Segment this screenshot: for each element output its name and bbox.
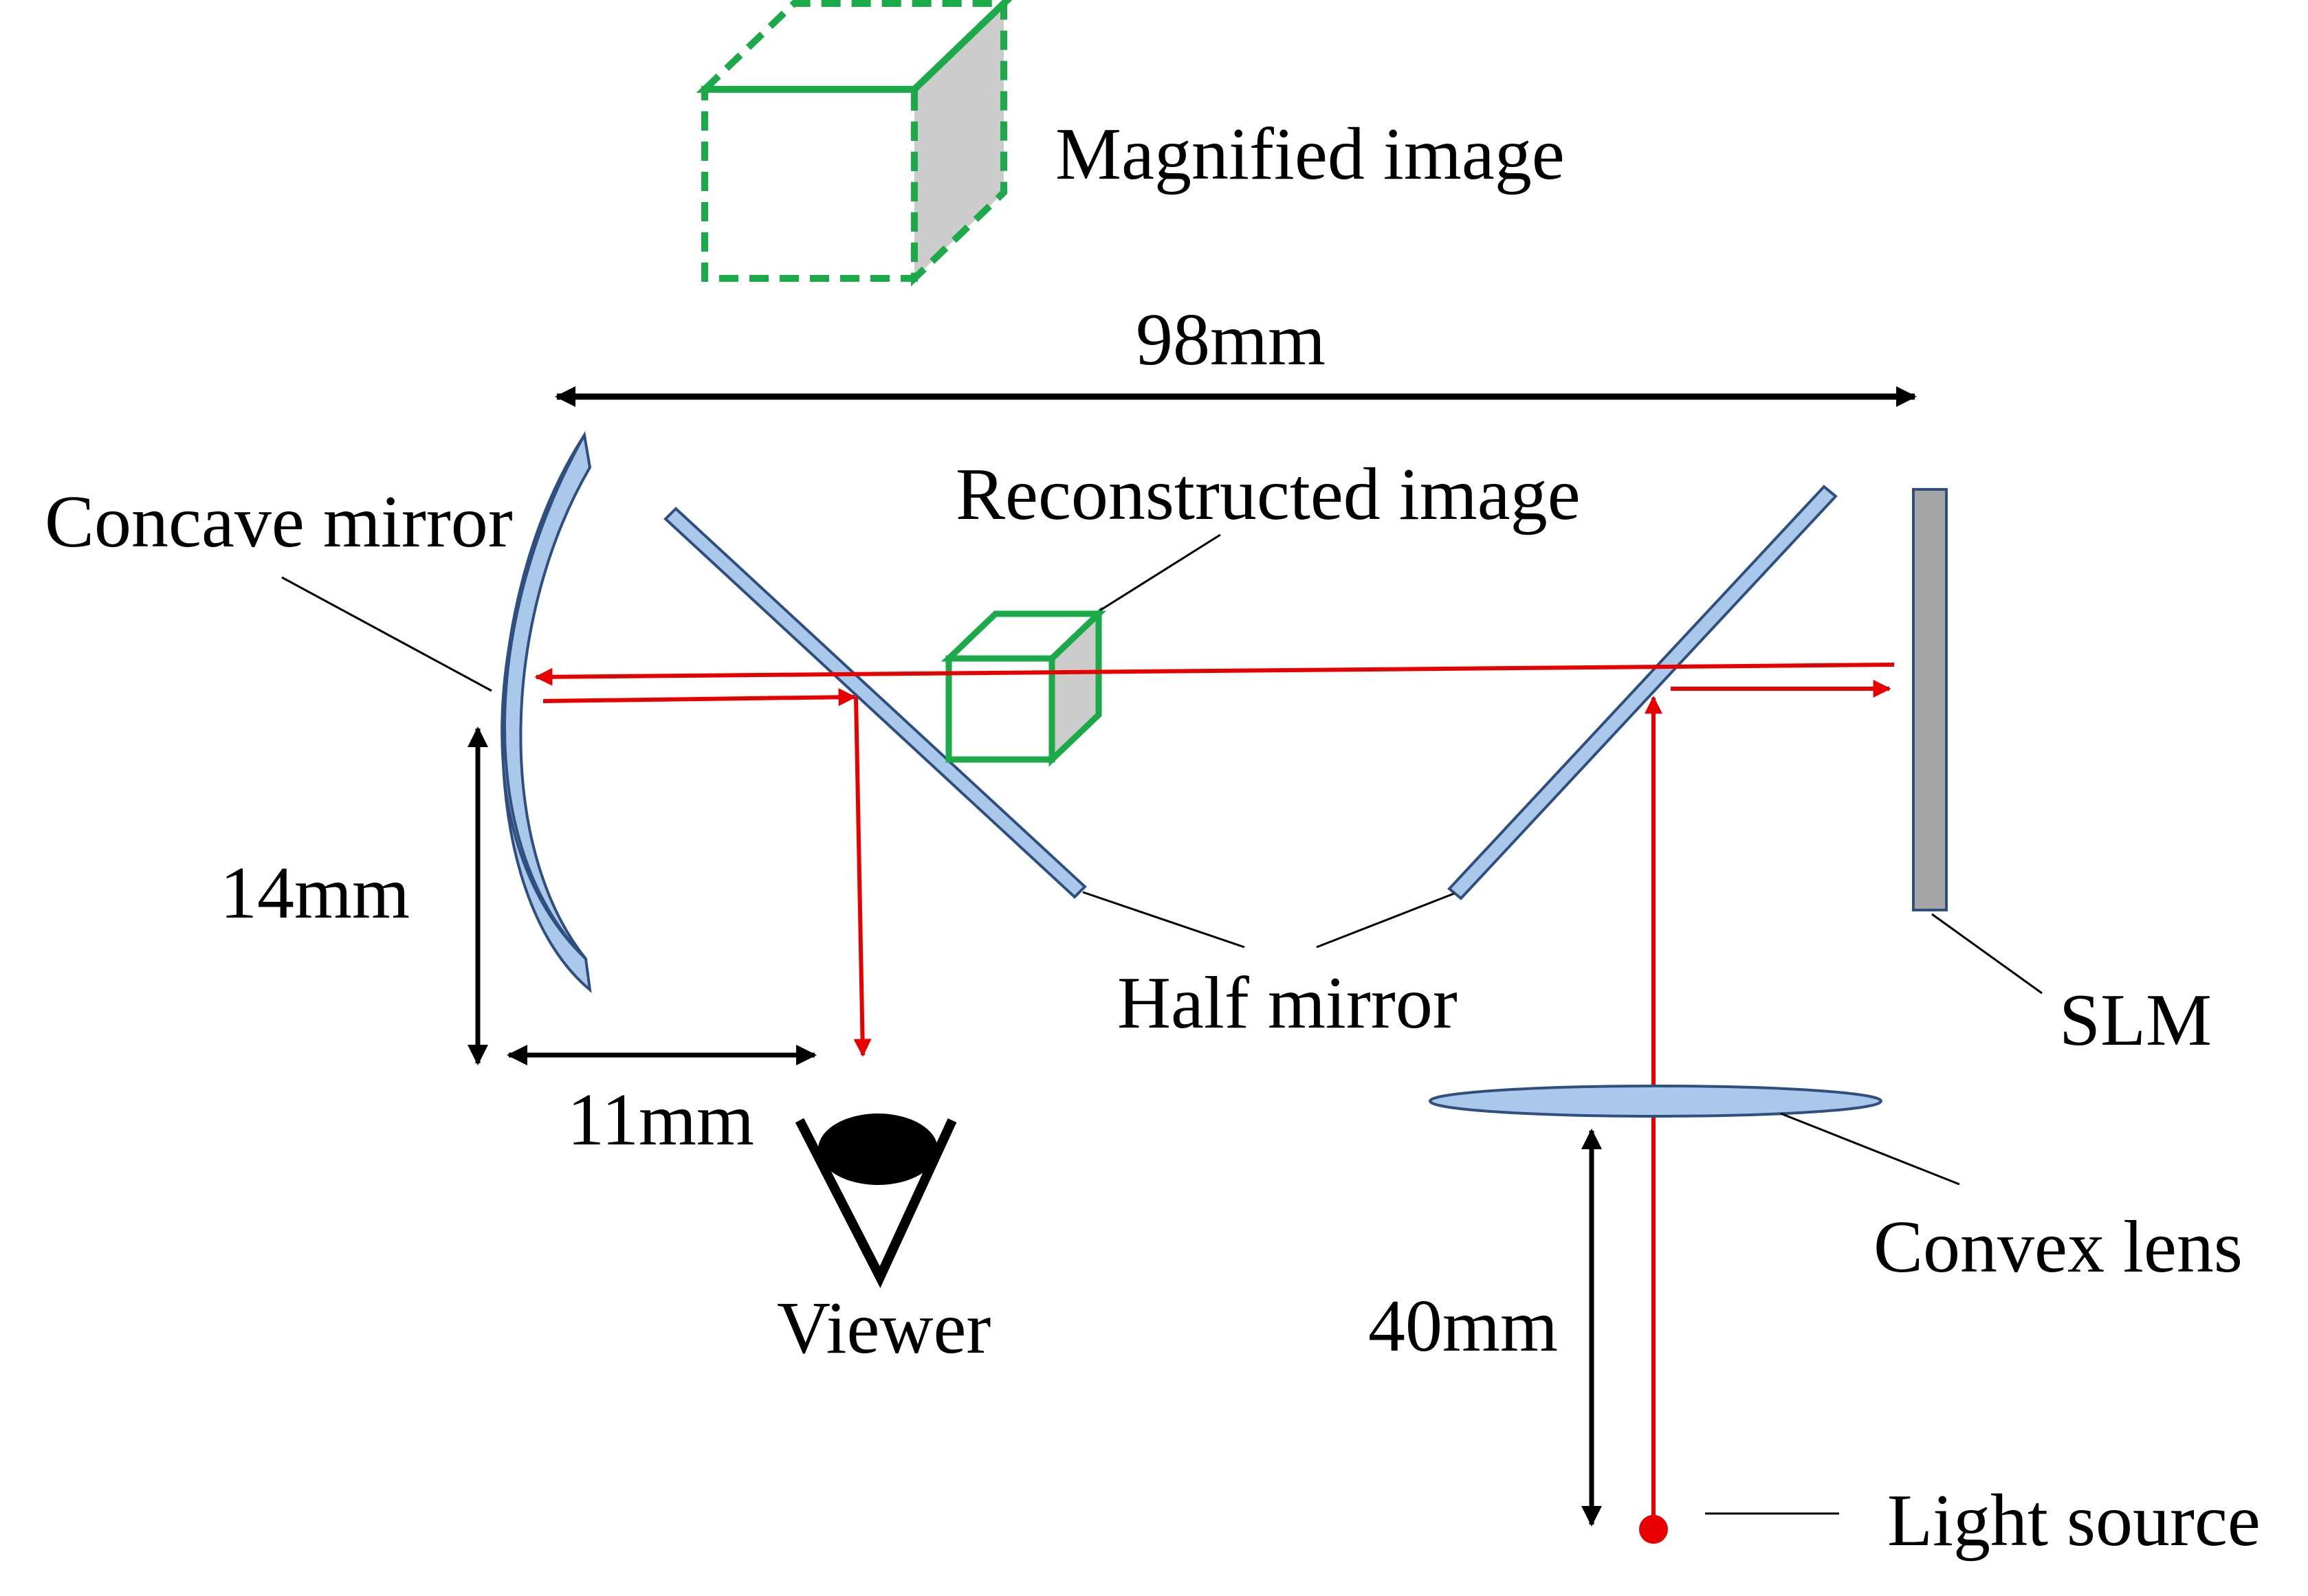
viewer-label: Viewer [777,1287,991,1369]
convex-lens [1429,1085,1882,1118]
half-mirror-right [1447,485,1838,900]
light-beams [534,663,1895,1529]
half-mirror-leader-left [1082,891,1245,949]
dimension-11mm-label: 11mm [567,1079,754,1161]
half-mirror-leader-right [1316,892,1455,949]
concave-mirror-label: Concave mirror [45,481,513,563]
slm-label: SLM [2059,979,2212,1061]
reconstructed-image-leader [1099,533,1221,612]
magnified-image-cube [696,0,1013,287]
slm-panel [1912,488,1948,911]
dimension-14mm-label: 14mm [220,852,410,934]
convex-lens-label: Convex lens [1873,1206,2243,1288]
reconstructed-image-cube [941,606,1107,767]
half-mirror-label: Half mirror [1117,962,1458,1044]
concave-mirror-leader [281,576,492,692]
beam-to-viewer [853,696,872,1057]
concave-mirror [501,434,592,993]
beam-concave-to-half-mirror [542,688,857,707]
light-source-label: Light source [1887,1480,2261,1562]
reconstructed-image-label: Reconstructed image [956,454,1581,535]
slm-leader [1931,913,2043,995]
magnified-image-label: Magnified image [1055,113,1565,195]
beam-slm-to-concave [534,663,1895,686]
light-source-dot [1639,1515,1668,1544]
concave-mirror-shape [503,431,592,960]
dimension-40mm-label: 40mm [1368,1285,1558,1367]
convex-lens-leader [1780,1112,1960,1186]
half-mirror-left [663,507,1087,899]
viewer-eye-icon [795,1113,957,1288]
dimension-98mm-label: 98mm [1136,299,1326,381]
